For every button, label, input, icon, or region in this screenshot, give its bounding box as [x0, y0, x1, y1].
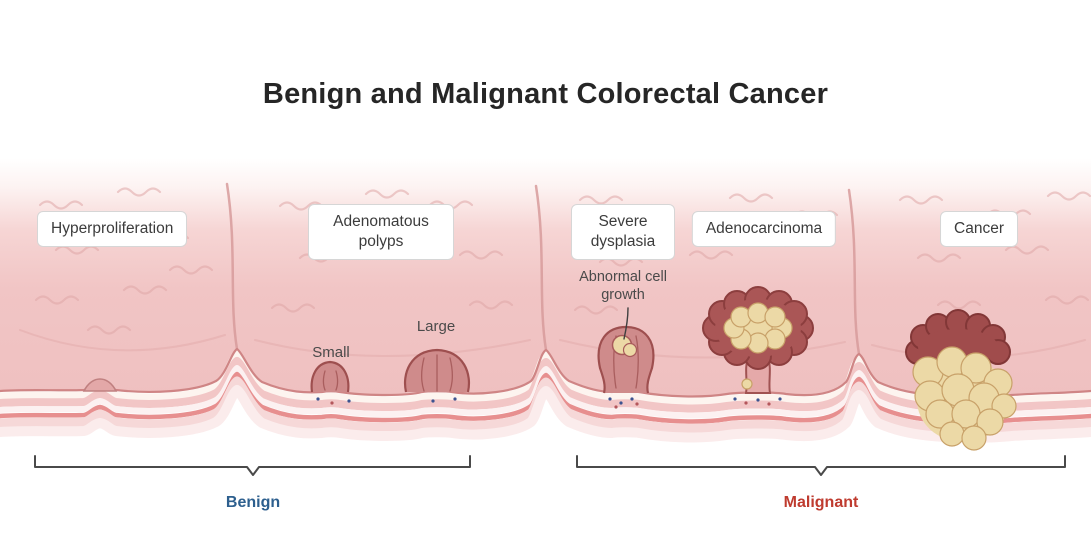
- stage-label-hyperproliferation: Hyperproliferation: [37, 211, 188, 248]
- cancer-mass: [905, 309, 1017, 451]
- large-polyp: [404, 348, 470, 403]
- haustra-folds: [19, 182, 1086, 359]
- annotation-large: Large: [416, 318, 456, 335]
- benign-group-label: Benign: [225, 494, 281, 511]
- hyperproliferation-bump: [82, 378, 118, 392]
- malignant-bracket: [576, 455, 1066, 476]
- small-polyp: [310, 360, 351, 405]
- severe-dysplasia-polyp: [597, 325, 655, 409]
- annotation-small: Small: [312, 344, 350, 361]
- stage-label-adenomatous-polyps: Adenomatous polyps: [308, 204, 454, 261]
- colon-wall: [0, 158, 1091, 553]
- malignant-group-label: Malignant: [783, 494, 859, 511]
- stage-label-severe-dysplasia: Severe dysplasia: [571, 204, 675, 261]
- page-title: Benign and Malignant Colorectal Cancer: [262, 78, 829, 110]
- annotation-pointer-line: [623, 307, 629, 340]
- benign-bracket: [34, 455, 471, 476]
- adenocarcinoma-tumor: [702, 286, 814, 406]
- stage-label-cancer: Cancer: [940, 211, 1018, 248]
- annotation-abnormal-cell-growth: Abnormal cell growth: [579, 269, 667, 304]
- stage-label-adenocarcinoma: Adenocarcinoma: [691, 211, 837, 248]
